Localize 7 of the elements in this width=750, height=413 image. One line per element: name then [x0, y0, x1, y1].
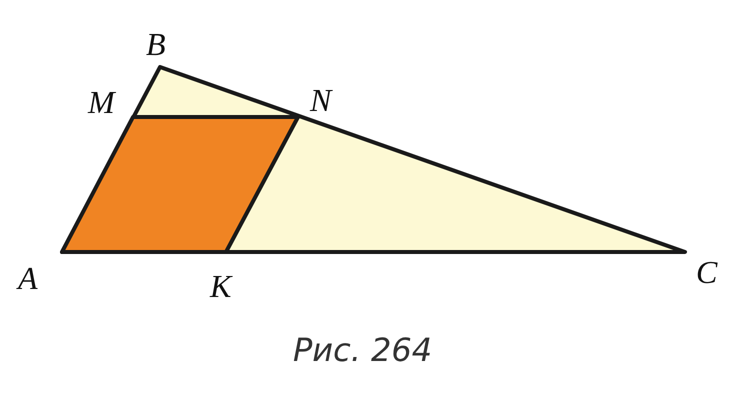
point-label: K — [210, 270, 232, 302]
point-label: N — [310, 84, 332, 116]
point-label: C — [696, 256, 718, 288]
figure-caption: Рис. 264 — [293, 334, 432, 366]
point-label: A — [18, 262, 38, 294]
point-label: M — [88, 86, 115, 118]
point-label: B — [146, 28, 166, 60]
